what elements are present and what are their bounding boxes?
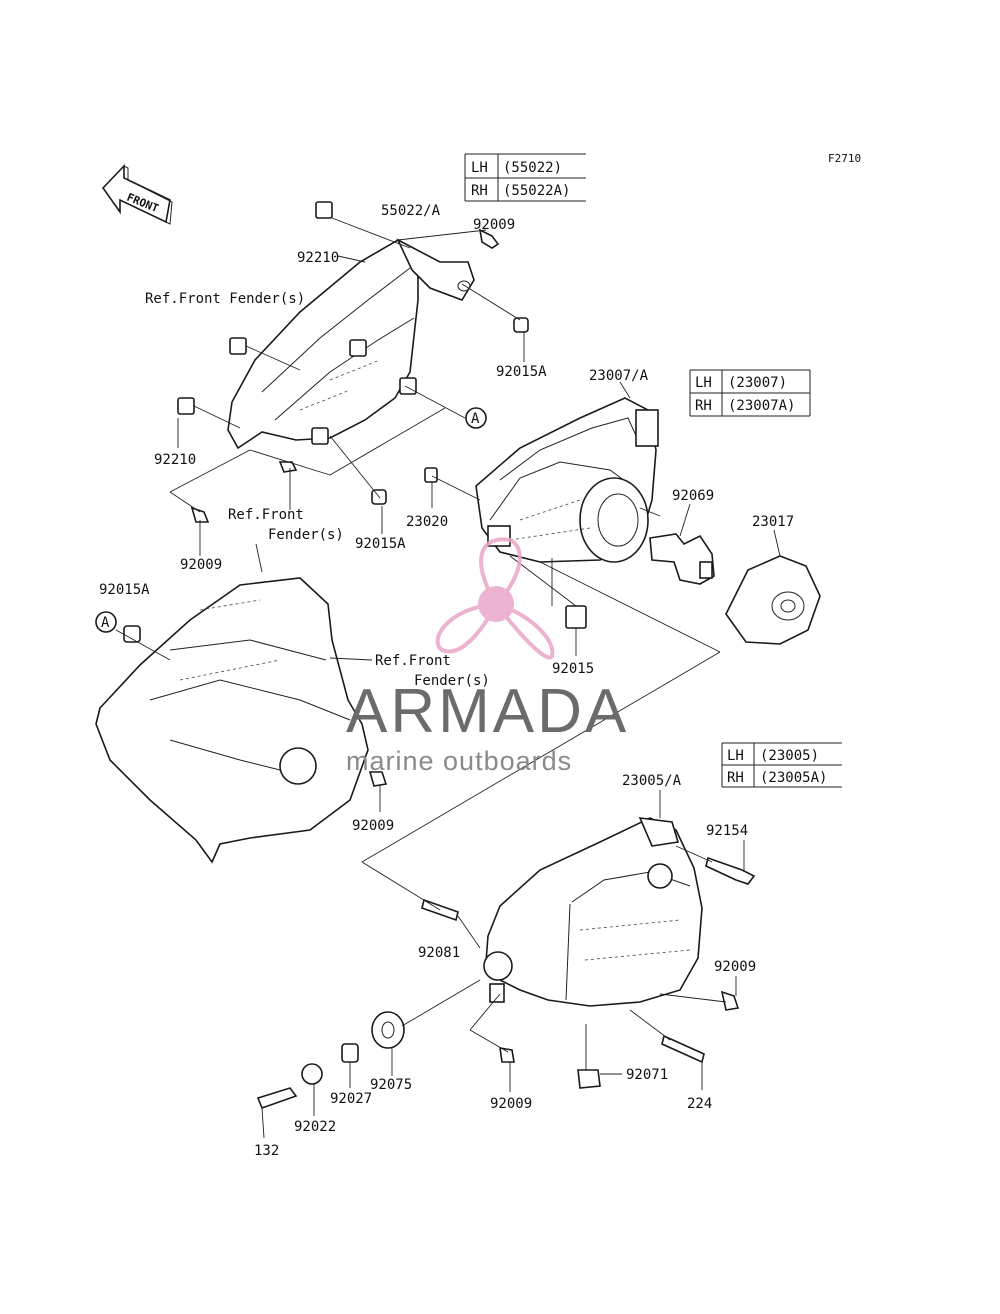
dust-cover-part (725, 555, 821, 645)
clip-part (565, 605, 587, 629)
part-label: 92069 (672, 488, 714, 504)
table-cell-code: (55022) (503, 160, 562, 176)
part-label: 132 (254, 1143, 279, 1159)
watermark-title: ARMADA (346, 677, 629, 746)
part-label: 55022/A (381, 203, 441, 219)
part-label: 23005/A (622, 773, 682, 789)
part-label: 92027 (330, 1091, 372, 1107)
part-label: 23020 (406, 514, 448, 530)
ref-label: Fender(s) (268, 527, 344, 543)
variant-table-housing: LH (23005) RH (23005A) (721, 742, 842, 788)
part-label: 92009 (473, 217, 515, 233)
part-label: 92015A (355, 536, 406, 552)
ref-marker-a-label: A (471, 411, 480, 427)
part-label: 92009 (490, 1096, 532, 1112)
ref-marker-a-label: A (101, 615, 110, 631)
table-cell-side: RH (471, 183, 488, 199)
ref-label: Fender(s) (414, 673, 490, 689)
part-label: 92210 (297, 250, 339, 266)
part-label: 92081 (418, 945, 460, 961)
ref-label: Ref.Front (228, 507, 304, 523)
bracket-part (227, 238, 475, 450)
part-label: 92009 (180, 557, 222, 573)
part-label: 23017 (752, 514, 794, 530)
part-label: 92009 (714, 959, 756, 975)
clip-nut-part (177, 201, 333, 415)
table-cell-code: (23005A) (760, 770, 827, 786)
part-label: 92015 (552, 661, 594, 677)
part-label: 92015A (496, 364, 547, 380)
bulb-part (649, 533, 715, 585)
table-cell-code: (23007) (728, 375, 787, 391)
part-label: 92210 (154, 452, 196, 468)
variant-table-headlight: LH (23007) RH (23007A) (689, 369, 811, 417)
part-label: 92009 (352, 818, 394, 834)
part-label: 92022 (294, 1119, 336, 1135)
table-cell-code: (23007A) (728, 398, 795, 414)
ref-marker-a: A (95, 611, 117, 633)
table-cell-code: (55022A) (503, 183, 570, 199)
variant-table-clip: LH (55022) RH (55022A) (464, 153, 586, 202)
part-label: 92015A (99, 582, 150, 598)
part-label: 23007/A (589, 368, 649, 384)
watermark: ARMADA marine outboards (346, 537, 629, 776)
table-cell-side: RH (727, 770, 744, 786)
ref-marker-a: A (465, 407, 487, 429)
propeller-logo-icon (435, 537, 555, 660)
part-label: 224 (687, 1096, 712, 1112)
table-cell-side: RH (695, 398, 712, 414)
part-label: 92154 (706, 823, 748, 839)
ref-label: Ref.Front Fender(s) (145, 291, 305, 307)
front-arrow-icon: FRONT (101, 164, 173, 225)
watermark-subtitle: marine outboards (346, 746, 572, 776)
table-cell-code: (23005) (760, 748, 819, 764)
leader-lines (115, 217, 781, 1139)
table-cell-side: LH (695, 375, 712, 391)
part-label: 92075 (370, 1077, 412, 1093)
table-cell-side: LH (727, 748, 744, 764)
table-cell-side: LH (471, 160, 488, 176)
ref-label: Ref.Front (375, 653, 451, 669)
part-label: 92071 (626, 1067, 668, 1083)
headlight-housing-part (483, 817, 703, 1007)
part-labels: 55022/A 92009 92210 Ref.Front Fender(s) … (99, 203, 794, 1159)
front-fender-part (95, 577, 369, 864)
housing-hardware-part (256, 856, 756, 1110)
figure-code: F2710 (828, 152, 861, 165)
